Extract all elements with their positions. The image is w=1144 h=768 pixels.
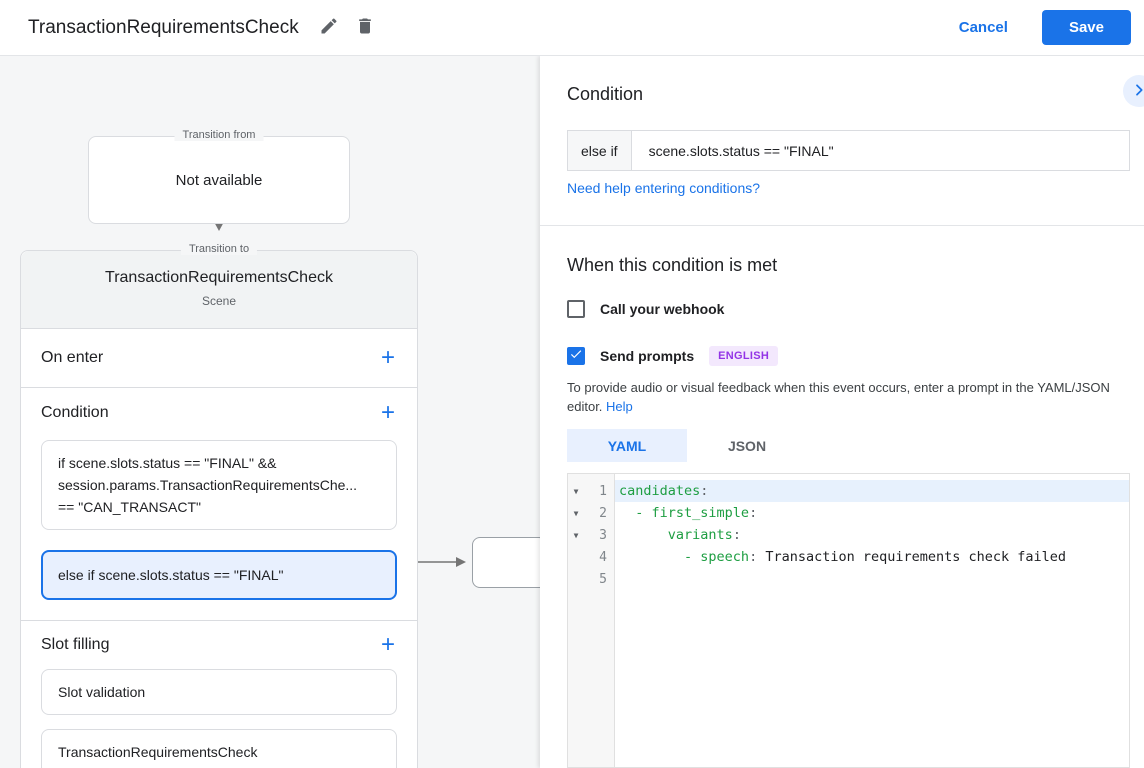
scene-card-header[interactable]: TransactionRequirementsCheck Scene [21,251,417,329]
scene-name: TransactionRequirementsCheck [105,269,333,286]
code-line: - speech: Transaction requirements check… [684,549,1067,565]
gutter-row: ▼ 3 [568,524,614,546]
condition-item[interactable]: if scene.slots.status == "FINAL" && sess… [41,440,397,530]
language-badge: ENGLISH [709,346,779,366]
app-header: TransactionRequirementsCheck Cancel Save [0,0,1144,56]
slot-filling-label: Slot filling [41,636,110,653]
conditions-help-link[interactable]: Need help entering conditions? [567,180,761,196]
prompts-help-link[interactable]: Help [606,399,633,414]
save-button[interactable]: Save [1041,10,1131,45]
on-enter-label: On enter [41,349,104,366]
line-number: 4 [599,549,607,565]
condition-line: if scene.slots.status == "FINAL" && [58,455,277,471]
condition-editor-section: Condition else if Need help entering con… [540,56,1144,198]
transition-target-node[interactable] [472,537,540,588]
webhook-label: Call your webhook [600,301,725,317]
code-line-active: candidates: [615,480,1129,502]
page-title: TransactionRequirementsCheck [28,16,299,38]
send-prompts-row: Send prompts ENGLISH [567,346,1130,366]
condition-line: else if scene.slots.status == "FINAL" [58,567,284,583]
send-prompts-label: Send prompts [600,348,695,364]
gutter-row: 5 [568,568,614,590]
condition-line: == "CAN_TRANSACT" [58,499,201,515]
slot-item-transaction[interactable]: TransactionRequirementsCheck [41,729,397,768]
delete-scene-button[interactable] [347,10,383,46]
transition-to-label: Transition to [180,243,258,255]
condition-detail-panel: Condition else if Need help entering con… [540,56,1144,768]
line-number: 3 [599,527,607,543]
editor-tabs: YAML JSON [567,429,1130,462]
panel-divider [540,225,1144,226]
line-number: 1 [599,483,607,499]
prompts-description-text: To provide audio or visual feedback when… [567,380,1110,414]
edit-scene-button[interactable] [311,10,347,46]
editor-code-area[interactable]: candidates: - first_simple: variants: - … [615,474,1129,767]
tab-yaml[interactable]: YAML [567,429,687,462]
gutter-row: ▼ 2 [568,502,614,524]
condition-prefix-label: else if [567,130,631,171]
checkmark-icon [569,347,583,366]
fold-arrow-icon[interactable]: ▼ [573,508,579,518]
pencil-icon [319,16,339,39]
send-prompts-checkbox[interactable] [567,347,585,365]
transition-from-content: Not available [175,171,263,189]
gutter-row: ▼ 1 [568,480,614,502]
chevron-right-icon [1131,82,1144,101]
condition-panel-heading: Condition [567,84,644,104]
condition-section-label: Condition [41,404,109,421]
transition-from-label: Transition from [174,129,264,141]
condition-section: Condition + if scene.slots.status == "FI… [21,387,417,620]
line-number: 2 [599,505,607,521]
add-slot-button[interactable]: + [380,631,395,658]
webhook-checkbox[interactable] [567,300,585,318]
slot-item-validation[interactable]: Slot validation [41,669,397,715]
on-enter-section[interactable]: On enter + [21,329,417,387]
condition-expression-input[interactable] [630,130,1130,171]
code-line [615,568,1129,590]
fold-arrow-icon[interactable]: ▼ [573,486,579,496]
scene-card: Transition to TransactionRequirementsChe… [20,243,418,768]
webhook-row: Call your webhook [567,300,1130,318]
condition-expression-row: else if [567,130,1130,171]
condition-line: session.params.TransactionRequirementsCh… [58,477,358,493]
transition-from-node[interactable]: Transition from Not available [88,129,350,224]
when-met-heading: When this condition is met [567,255,778,275]
gutter-row: 4 [568,546,614,568]
code-line: variants: [667,527,741,543]
prompts-description: To provide audio or visual feedback when… [567,378,1130,416]
yaml-code-editor[interactable]: ▼ 1 ▼ 2 ▼ 3 4 5 [567,473,1130,768]
tab-json[interactable]: JSON [687,429,807,462]
scene-type: Scene [201,294,237,308]
condition-item-selected[interactable]: else if scene.slots.status == "FINAL" [41,550,397,600]
cancel-button[interactable]: Cancel [958,19,1008,36]
slot-filling-section: Slot filling + Slot validation Transacti… [21,620,417,768]
editor-gutter: ▼ 1 ▼ 2 ▼ 3 4 5 [568,474,615,767]
when-met-section: When this condition is met Call your web… [540,226,1144,768]
fold-arrow-icon[interactable]: ▼ [573,530,579,540]
collapse-panel-button[interactable] [1123,75,1144,107]
trash-icon [355,16,375,39]
add-on-enter-button[interactable]: + [380,344,395,371]
line-number: 5 [599,571,607,587]
code-line: - first_simple: [635,505,758,521]
flow-canvas: Transition from Not available Transition… [0,56,540,768]
add-condition-button[interactable]: + [380,399,395,426]
